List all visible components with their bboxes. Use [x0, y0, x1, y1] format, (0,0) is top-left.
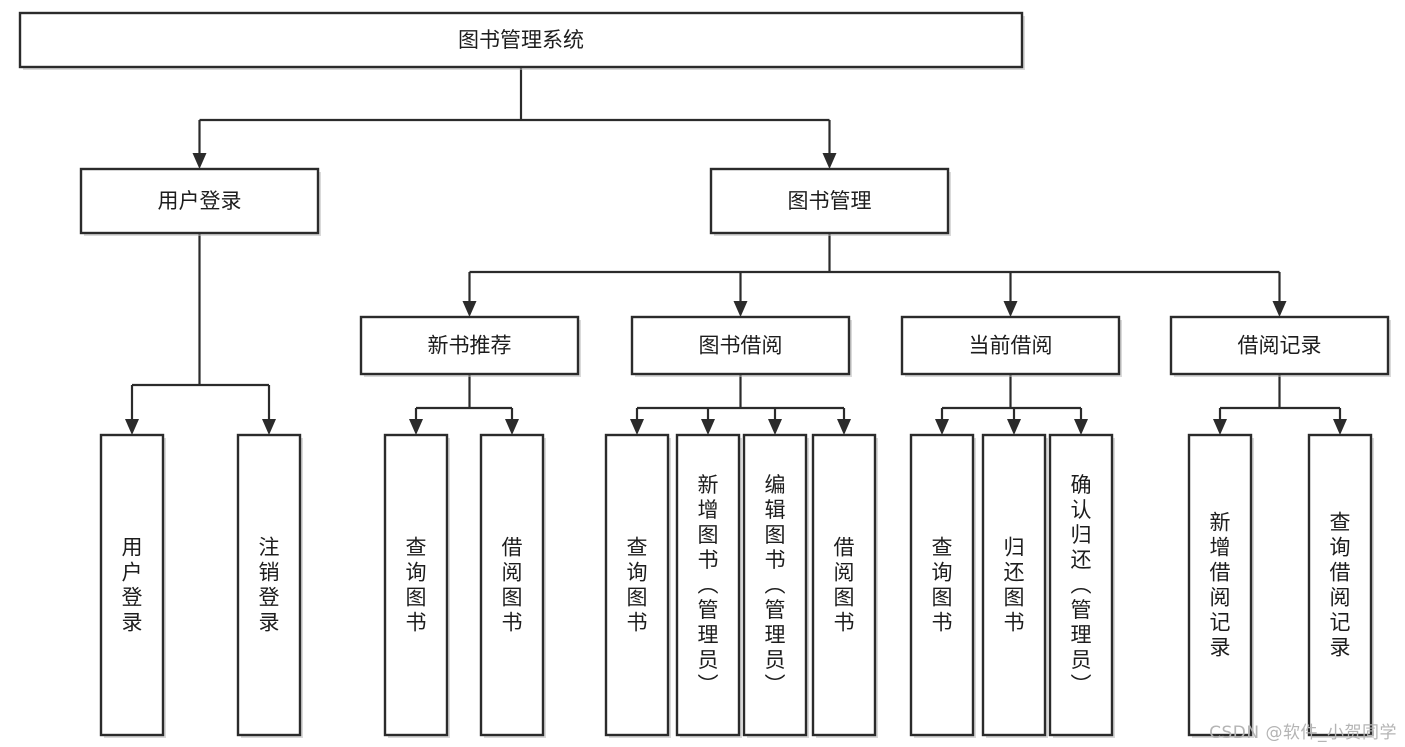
node-rect [604, 433, 670, 737]
tree-node-level2-3[interactable]: 借阅记录 [1169, 315, 1391, 377]
node-label: 编辑图书︵管理员︶ [765, 473, 786, 697]
node-label: 图书管理系统 [458, 28, 584, 52]
node-label: 图书管理 [788, 189, 872, 213]
node-rect [742, 433, 808, 737]
tree-node-leaf-11[interactable]: 新增借阅记录 [1187, 433, 1254, 738]
edge-arrowhead [125, 419, 139, 435]
node-label: 新书推荐 [428, 334, 512, 358]
edge-arrowhead [630, 419, 644, 435]
node-label: 用户登录 [158, 189, 242, 213]
tree-node-leaf-3[interactable]: 借阅图书 [479, 433, 546, 738]
edge-arrowhead [701, 419, 715, 435]
edge-arrowhead [462, 301, 477, 317]
tree-node-level1-0[interactable]: 用户登录 [79, 167, 321, 236]
node-label: 查询图书 [627, 536, 648, 635]
tree-node-leaf-2[interactable]: 查询图书 [383, 433, 450, 738]
watermark: CSDN @软件_小贺同学 [1209, 723, 1397, 743]
edge-arrowhead [768, 419, 782, 435]
node-label: 借阅图书 [834, 536, 855, 635]
node-label: 注销登录 [259, 536, 280, 635]
node-label: 查询图书 [406, 536, 427, 635]
edge-arrowhead [409, 419, 423, 435]
node-rect [1169, 315, 1390, 376]
edge-arrowhead [935, 419, 949, 435]
tree-node-leaf-12[interactable]: 查询借阅记录 [1307, 433, 1374, 738]
node-rect [383, 433, 449, 737]
node-rect [630, 315, 851, 376]
tree-node-level2-1[interactable]: 图书借阅 [630, 315, 852, 377]
node-label: 确认归还︵管理员︶ [1071, 473, 1092, 697]
tree-node-root-0[interactable]: 图书管理系统 [18, 11, 1025, 70]
node-label: 用户登录 [122, 536, 143, 635]
node-label: 新增图书︵管理员︶ [698, 473, 719, 697]
tree-node-level1-1[interactable]: 图书管理 [709, 167, 951, 236]
node-rect [18, 11, 1024, 69]
node-label: 借阅图书 [502, 536, 523, 635]
node-label: 归还图书 [1004, 536, 1025, 635]
node-rect [675, 433, 741, 737]
tree-node-leaf-7[interactable]: 借阅图书 [811, 433, 878, 738]
edge-arrowhead [262, 419, 276, 435]
node-label: 借阅记录 [1238, 334, 1322, 358]
edges-layer [125, 67, 1347, 435]
node-rect [1187, 433, 1253, 737]
tree-node-leaf-5[interactable]: 新增图书︵管理员︶ [675, 433, 742, 738]
node-label: 当前借阅 [969, 334, 1053, 358]
node-rect [811, 433, 877, 737]
node-rect [709, 167, 950, 235]
edge-arrowhead [733, 301, 748, 317]
tree-node-leaf-6[interactable]: 编辑图书︵管理员︶ [742, 433, 809, 738]
node-rect [981, 433, 1047, 737]
node-rect [1048, 433, 1114, 737]
edge-arrowhead [192, 153, 207, 169]
node-rect [79, 167, 320, 235]
edge-arrowhead [1213, 419, 1227, 435]
edge-arrowhead [822, 153, 837, 169]
tree-node-leaf-9[interactable]: 归还图书 [981, 433, 1048, 738]
node-rect [1307, 433, 1373, 737]
tree-node-leaf-1[interactable]: 注销登录 [236, 433, 303, 738]
tree-node-level2-0[interactable]: 新书推荐 [359, 315, 581, 377]
node-rect [236, 433, 302, 737]
tree-node-leaf-8[interactable]: 查询图书 [909, 433, 976, 738]
edge-arrowhead [837, 419, 851, 435]
edge-arrowhead [1333, 419, 1347, 435]
node-label: 查询借阅记录 [1330, 511, 1351, 660]
node-rect [359, 315, 580, 376]
edge-arrowhead [505, 419, 519, 435]
edge-arrowhead [1003, 301, 1018, 317]
edge-arrowhead [1007, 419, 1021, 435]
tree-node-leaf-4[interactable]: 查询图书 [604, 433, 671, 738]
tree-node-leaf-10[interactable]: 确认归还︵管理员︶ [1048, 433, 1115, 738]
node-label: 新增借阅记录 [1210, 511, 1231, 660]
node-label: 查询图书 [932, 536, 953, 635]
nodes-layer: 图书管理系统用户登录图书管理新书推荐图书借阅当前借阅借阅记录用户登录注销登录查询… [18, 11, 1391, 738]
tree-node-leaf-0[interactable]: 用户登录 [99, 433, 166, 738]
node-rect [479, 433, 545, 737]
node-label: 图书借阅 [699, 334, 783, 358]
edge-arrowhead [1074, 419, 1088, 435]
tree-node-level2-2[interactable]: 当前借阅 [900, 315, 1122, 377]
node-rect [909, 433, 975, 737]
node-rect [99, 433, 165, 737]
node-rect [900, 315, 1121, 376]
edge-arrowhead [1272, 301, 1287, 317]
